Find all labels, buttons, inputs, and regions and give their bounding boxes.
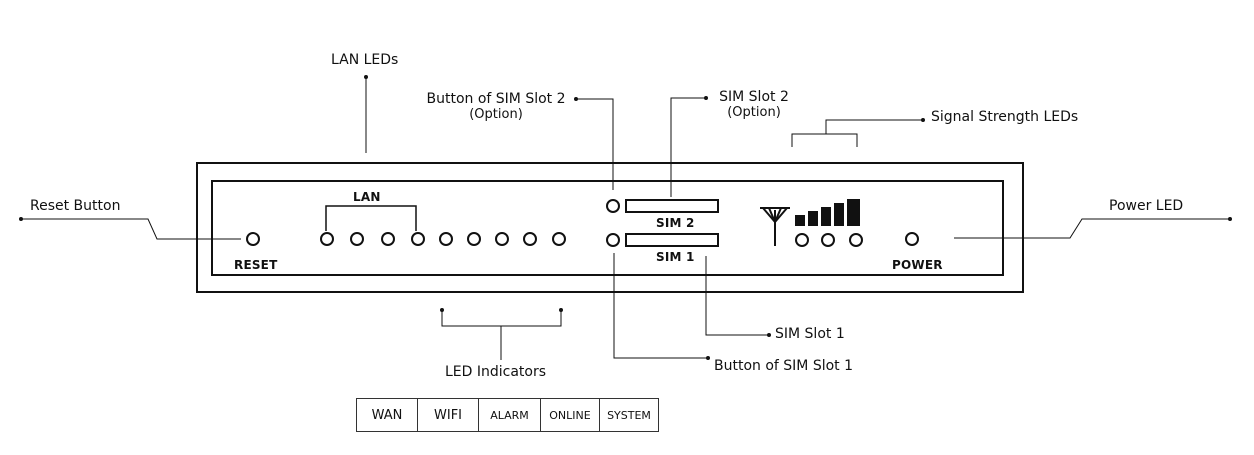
- lan-led: [320, 232, 334, 246]
- callout-button-sim1: Button of SIM Slot 1: [714, 358, 854, 374]
- callout-reset-button: Reset Button: [30, 198, 121, 214]
- sim2-label: SIM 2: [656, 216, 695, 230]
- signal-bar: [808, 211, 818, 226]
- lan-led: [411, 232, 425, 246]
- signal-bars-icon: [795, 199, 860, 226]
- leader-lines: [22, 78, 1229, 360]
- callout-sim-slot2: SIM Slot 2 (Option): [712, 89, 796, 121]
- lan-led: [381, 232, 395, 246]
- callout-sim-slot1: SIM Slot 1: [775, 326, 845, 342]
- indicator-led: [439, 232, 453, 246]
- sim2-button[interactable]: [606, 199, 620, 213]
- sim1-button[interactable]: [606, 233, 620, 247]
- callout-led-indicators: LED Indicators: [445, 364, 547, 380]
- indicator-led: [467, 232, 481, 246]
- led-row: [320, 232, 566, 246]
- callout-sim-slot2-title: SIM Slot 2: [719, 89, 789, 105]
- sim2-slot[interactable]: [625, 199, 719, 213]
- lan-bracket: [325, 205, 417, 231]
- legend-cell-wan: WAN: [357, 399, 418, 431]
- signal-led: [849, 233, 863, 247]
- legend-cell-system: SYSTEM: [607, 408, 651, 422]
- signal-bar: [847, 199, 860, 226]
- reset-label: RESET: [234, 258, 278, 272]
- signal-bar: [795, 215, 805, 226]
- power-led: [905, 232, 919, 246]
- indicator-led: [495, 232, 509, 246]
- indicator-led: [552, 232, 566, 246]
- device-front-panel: [211, 180, 1004, 276]
- callout-sim-slot2-option: (Option): [727, 105, 781, 120]
- signal-led: [821, 233, 835, 247]
- legend-cell-online: ONLINE: [541, 399, 600, 431]
- lan-label: LAN: [353, 190, 381, 204]
- lan-led: [350, 232, 364, 246]
- callout-signal-strength-leds: Signal Strength LEDs: [931, 109, 1079, 125]
- signal-bar: [834, 203, 844, 226]
- indicator-led: [523, 232, 537, 246]
- led-indicator-legend: WAN WIFI ALARM ONLINE SYSTEM: [356, 398, 659, 432]
- signal-bar: [821, 207, 831, 226]
- callout-power-led: Power LED: [1109, 198, 1184, 214]
- legend-cell-alarm: ALARM: [479, 399, 541, 431]
- reset-button[interactable]: [246, 232, 260, 246]
- callout-button-sim2-title: Button of SIM Slot 2: [426, 91, 566, 107]
- legend-cell-wifi: WIFI: [418, 399, 479, 431]
- callout-button-sim2: Button of SIM Slot 2 (Option): [418, 91, 574, 123]
- power-label: POWER: [892, 258, 943, 272]
- signal-led: [795, 233, 809, 247]
- antenna-icon: [760, 207, 790, 246]
- callout-lan-leds: LAN LEDs: [331, 52, 399, 68]
- sim1-label: SIM 1: [656, 250, 695, 264]
- sim1-slot[interactable]: [625, 233, 719, 247]
- callout-button-sim2-option: (Option): [469, 107, 523, 122]
- device-outer-frame: [196, 162, 1024, 293]
- leader-dots: [19, 75, 1232, 360]
